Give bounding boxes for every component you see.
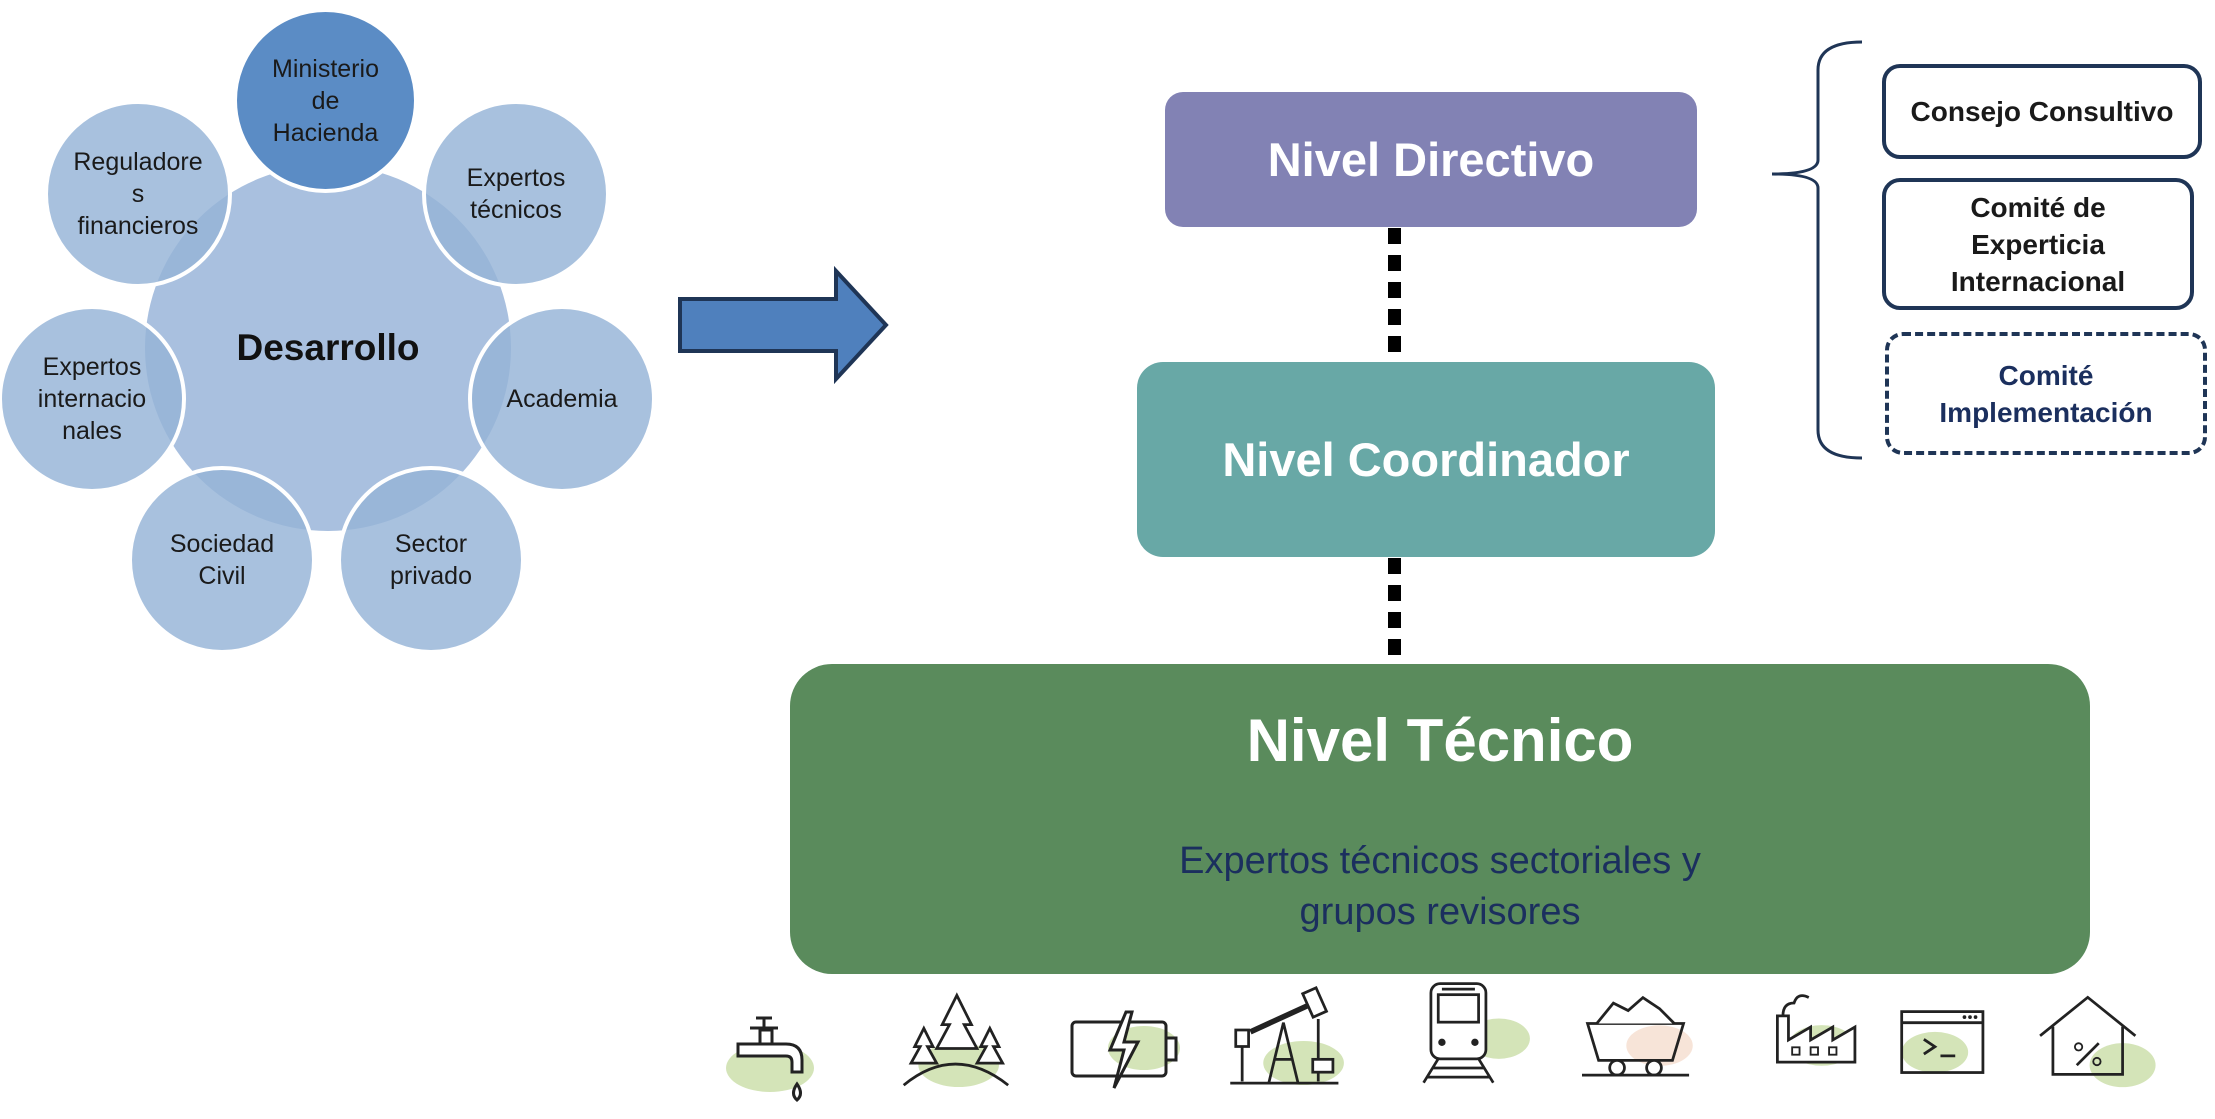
nivel-coordinador-label: Nivel Coordinador [1222,433,1630,486]
right-arrow-icon [676,265,892,385]
circle-label-line: Expertos [466,164,566,192]
circle-expertos-tecnicos: Expertos técnicos [422,100,610,288]
circle-label-line: de [311,86,340,115]
mining-cart-icon [1582,986,1702,1096]
comite-experticia-box: Comité de Experticia Internacional [1882,178,2194,310]
circle-label-line: privado [390,562,472,590]
circle-label-line: financieros [77,212,199,240]
connector-dotted [1388,228,1401,362]
circle-sector-privado: Sector privado [337,466,525,654]
forest-icon [895,988,1015,1098]
circle-reguladores: Reguladore s financieros [44,100,232,288]
circle-label-line: Sociedad [169,530,275,558]
nivel-directivo-box: Nivel Directivo [1165,92,1697,227]
circle-label-line: técnicos [470,196,562,224]
circle-academia: Academia [468,305,656,493]
circle-label-line: Ministerio [272,54,379,83]
nivel-tecnico-description: Expertos técnicos sectoriales y grupos r… [790,836,2090,938]
circle-label-line: nales [62,417,122,445]
description-line: Expertos técnicos sectoriales y [1179,840,1701,882]
circle-sociedad-civil: Sociedad Civil [128,466,316,654]
nivel-directivo-label: Nivel Directivo [1267,133,1595,186]
circle-label-line: Expertos [42,353,142,381]
circle-label-line: Hacienda [272,118,379,147]
nivel-tecnico-label: Nivel Técnico [1246,707,1634,774]
curly-brace-icon [1768,40,1864,460]
water-tap-icon [720,1000,840,1110]
committee-label-line: Internacional [1950,265,2126,297]
circle-label-line: Civil [198,562,246,590]
committee-label-line: Comité de [1970,191,2106,223]
committee-label-line: Experticia [1971,228,2105,260]
center-label: Desarrollo [236,327,420,368]
circle-label-line: Reguladore [73,148,203,176]
consejo-consultivo-box: Consejo Consultivo [1882,64,2202,159]
oil-pump-icon [1228,985,1348,1096]
connector-dotted [1388,558,1401,664]
circle-label-line: internacio [37,385,147,413]
circle-ministerio: Ministerio de Hacienda [233,8,418,193]
committee-label-line: Implementación [1939,396,2153,428]
comite-implementacion-box: Comité Implementación [1885,332,2207,455]
battery-icon [1066,1004,1186,1114]
circle-label-line: s [131,180,145,208]
train-icon [1414,980,1534,1090]
description-line: grupos revisores [1299,891,1581,933]
circle-expertos-internacionales: Expertos internacio nales [0,305,186,493]
circle-label-line: Sector [394,530,468,558]
nivel-tecnico-box: Nivel Técnico Expertos técnicos sectoria… [790,664,2090,974]
nivel-coordinador-box: Nivel Coordinador [1137,362,1715,557]
factory-icon [1770,984,1890,1094]
committee-label-line: Comité [1998,359,2094,391]
circle-label-line: Academia [506,385,618,413]
consejo-consultivo-label: Consejo Consultivo [1910,96,2174,127]
terminal-window-icon [1898,1000,2018,1110]
house-percent-icon [2036,990,2156,1100]
